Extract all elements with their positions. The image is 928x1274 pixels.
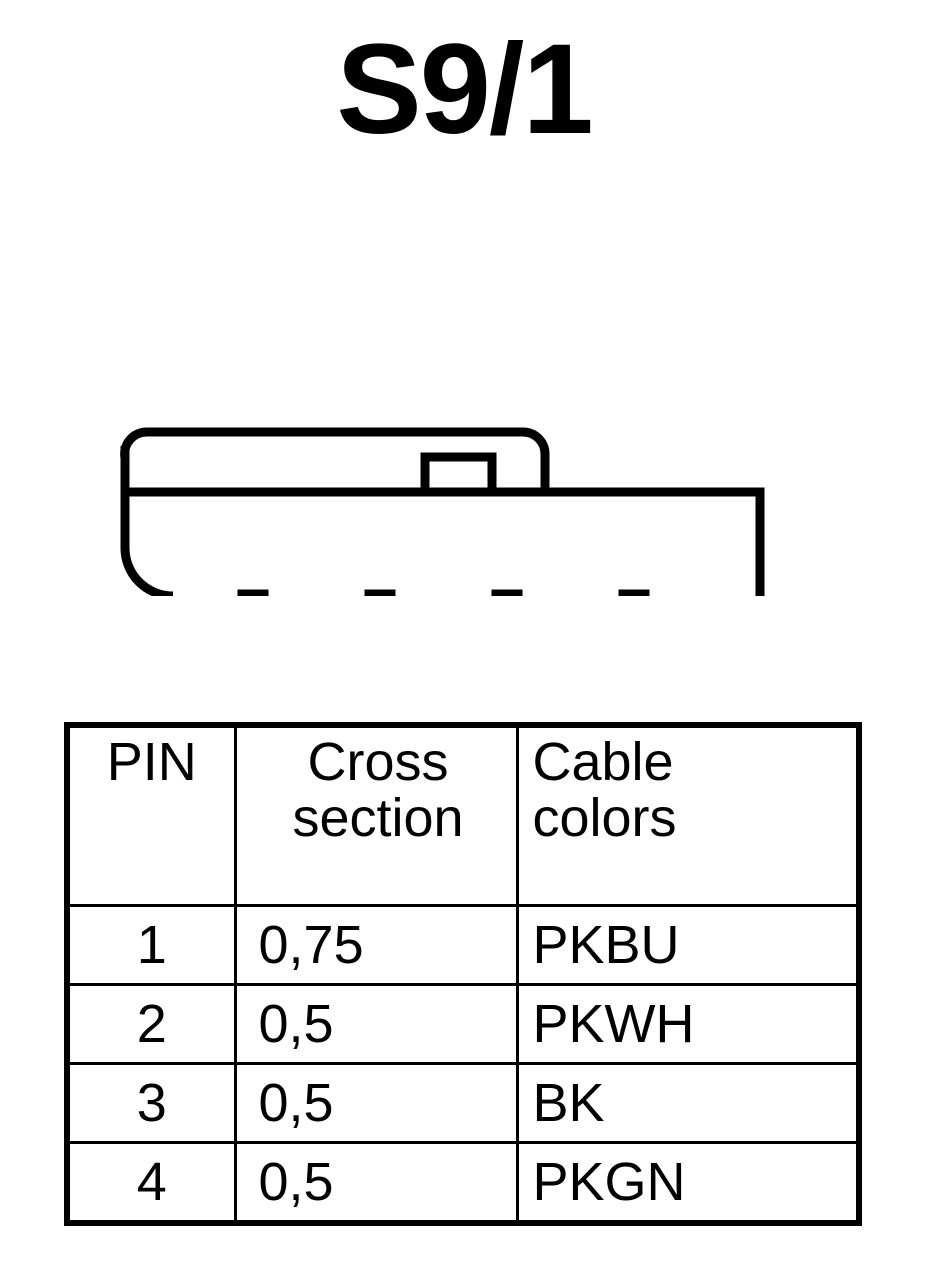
table-row: 1 0,75 PKBU <box>65 904 861 986</box>
header-pin-text: PIN <box>106 732 197 792</box>
page-title: S9/1 <box>336 18 593 161</box>
cell-pin: 3 <box>65 1062 237 1144</box>
cell-cable-color: BK <box>515 1062 861 1144</box>
header-pin: PIN <box>65 723 237 907</box>
table-row: 2 0,5 PKWH <box>65 983 861 1065</box>
connector-hood-outline <box>120 427 550 492</box>
pin-assignment-table: PIN Cross section Cable colors 1 0,75 PK… <box>64 722 862 1226</box>
pin-cavity-4 <box>618 589 650 596</box>
connector-body-outline <box>125 487 765 596</box>
table-row: 3 0,5 BK <box>65 1062 861 1144</box>
table-header-row: PIN Cross section Cable colors <box>65 723 861 907</box>
connector-diagram: 1 2 3 4 <box>0 196 928 596</box>
cell-pin: 1 <box>65 904 237 986</box>
header-cross-section: Cross section <box>233 723 519 907</box>
cell-cable-color: PKGN <box>515 1141 861 1225</box>
connector-hood-left-arc <box>120 454 174 596</box>
cell-cross-section: 0,5 <box>233 1062 519 1144</box>
cell-cross-section: 0,5 <box>233 1141 519 1225</box>
header-color-line2: colors <box>532 788 677 849</box>
pin-cavity-3 <box>491 589 523 596</box>
cell-cross-section: 0,75 <box>233 904 519 986</box>
header-cross-line2: section <box>292 788 464 849</box>
connector-latch-tab <box>420 452 497 492</box>
header-cable-colors: Cable colors <box>515 723 861 907</box>
header-color-line1: Cable <box>532 732 674 792</box>
pin-cavity-2 <box>364 589 396 596</box>
header-cross-line1: Cross <box>307 732 449 792</box>
cell-cable-color: PKWH <box>515 983 861 1065</box>
cell-pin: 4 <box>65 1141 237 1225</box>
cell-pin: 2 <box>65 983 237 1065</box>
connector-svg: 1 2 3 4 <box>120 427 765 596</box>
pin-cavity-1 <box>237 589 269 596</box>
cell-cable-color: PKBU <box>515 904 861 986</box>
table-row: 4 0,5 PKGN <box>65 1141 861 1225</box>
cell-cross-section: 0,5 <box>233 983 519 1065</box>
